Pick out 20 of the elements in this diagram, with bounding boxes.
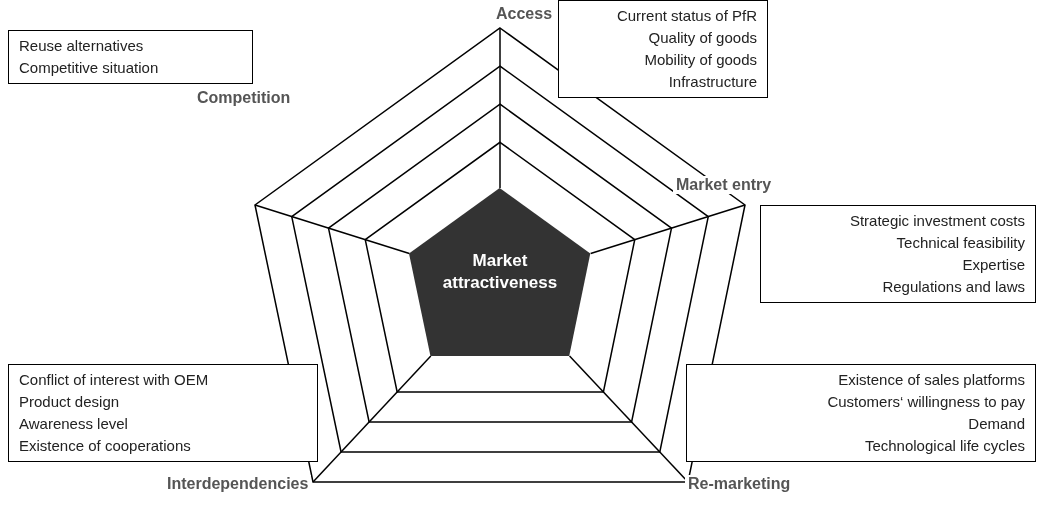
center-pentagon: [409, 188, 591, 356]
list-item: Strategic investment costs: [848, 211, 1025, 231]
list-item: Quality of goods: [647, 28, 757, 48]
list-item: Mobility of goods: [643, 50, 757, 70]
list-item: Expertise: [961, 255, 1025, 275]
list-item: Regulations and laws: [881, 277, 1025, 297]
list-item: Awareness level: [19, 414, 129, 434]
list-item: Technical feasibility: [895, 233, 1025, 253]
list-item: Reuse alternatives: [19, 36, 145, 56]
list-item: Demand: [967, 414, 1025, 434]
center-label: Market attractiveness: [441, 250, 559, 294]
list-item: Technological life cycles: [863, 436, 1025, 456]
list-item: Product design: [19, 392, 121, 412]
list-item: Current status of PfR: [615, 6, 757, 26]
list-item: Existence of sales platforms: [837, 370, 1025, 390]
list-item: Customers‘ willingness to pay: [826, 392, 1025, 412]
list-item: Conflict of interest with OEM: [19, 370, 210, 390]
list-item: Existence of cooperations: [19, 436, 192, 456]
list-item: Infrastructure: [667, 72, 757, 92]
list-item: Competitive situation: [19, 58, 160, 78]
